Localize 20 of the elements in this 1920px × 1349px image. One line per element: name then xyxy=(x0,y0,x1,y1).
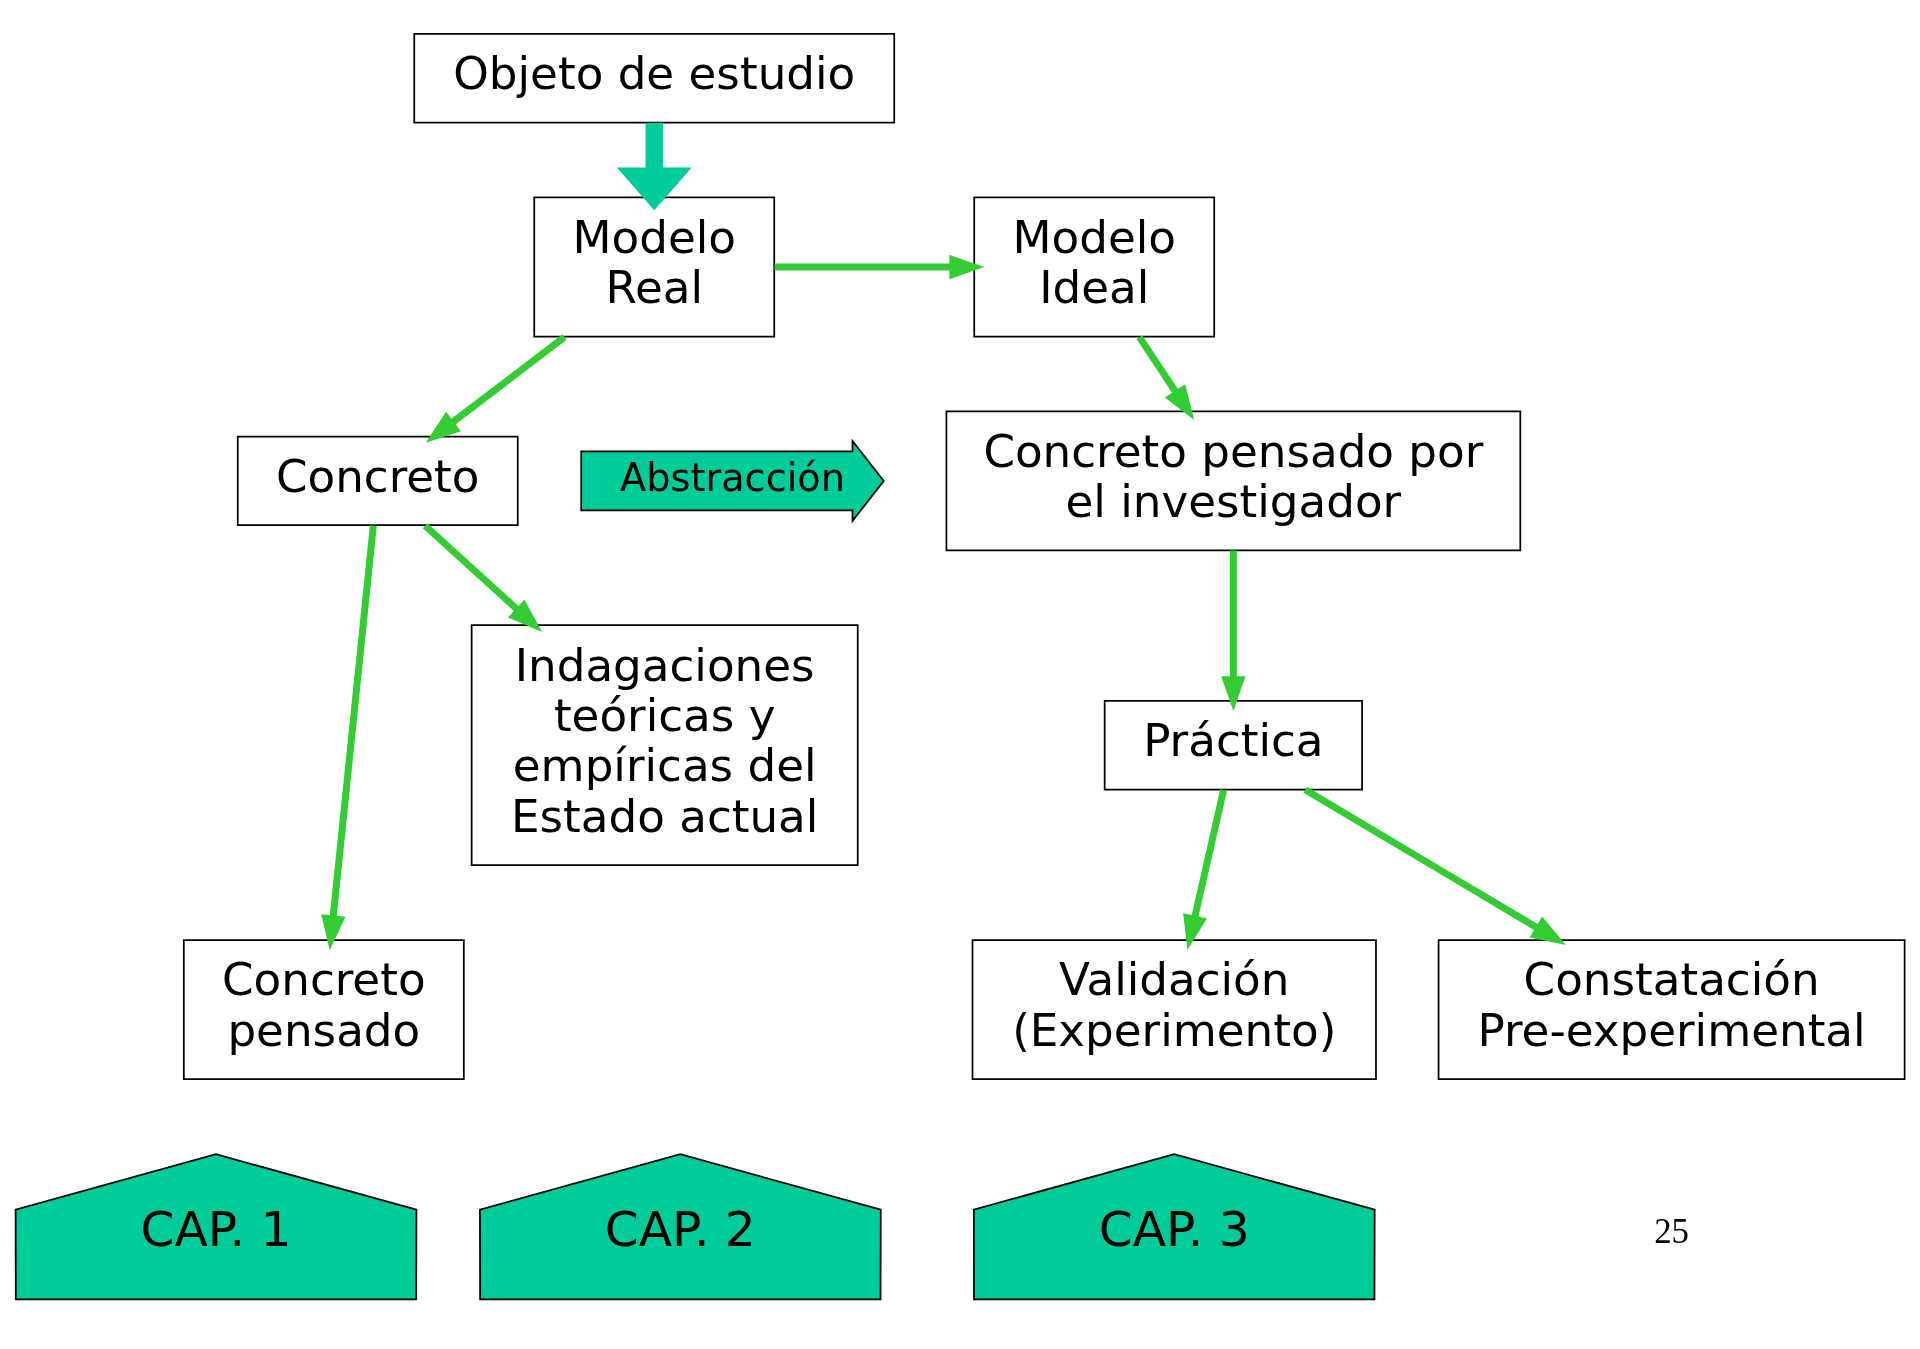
arrow xyxy=(422,523,543,632)
arrow xyxy=(616,123,692,211)
node-box: Práctica xyxy=(1103,700,1363,791)
arrow xyxy=(321,525,377,951)
arrow xyxy=(774,254,985,280)
arrow xyxy=(425,334,567,443)
node-box: Indagaciones teóricas y empíricas del Estado actual xyxy=(470,624,859,867)
arrow xyxy=(1136,335,1195,420)
node-box: Concreto pensado por el investigador xyxy=(945,410,1522,552)
node-box: Objeto de estudio xyxy=(413,33,896,124)
label: 25 xyxy=(1654,1212,1689,1252)
arrow xyxy=(1183,789,1227,950)
node-box: Modelo Real xyxy=(533,196,776,338)
node-box: Validación (Experimento) xyxy=(971,939,1377,1080)
arrow xyxy=(1221,550,1246,712)
arrow xyxy=(1303,786,1566,945)
node-box: Modelo Ideal xyxy=(973,196,1216,338)
node-box: Constatación Pre-experimental xyxy=(1437,939,1906,1080)
node-box: Concreto pensado xyxy=(182,939,465,1080)
node-box: Concreto xyxy=(236,435,519,527)
